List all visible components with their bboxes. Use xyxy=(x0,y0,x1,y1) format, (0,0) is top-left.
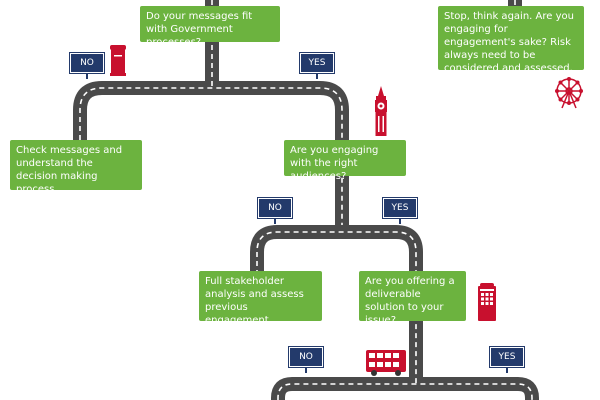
sign-yes-1: YES xyxy=(300,53,334,79)
road-marking xyxy=(79,0,533,400)
road-third-fork xyxy=(271,377,539,400)
phone-box-icon xyxy=(478,283,496,321)
london-eye-icon xyxy=(555,77,583,109)
stakeholder-analysis: Full stakeholder analysis and assess pre… xyxy=(199,271,322,326)
big-ben-icon xyxy=(375,86,387,136)
sign-yes-3: YES xyxy=(490,347,524,373)
sign-no-2: NO xyxy=(258,198,292,224)
sign-no-3: NO xyxy=(289,347,323,373)
double-decker-bus-icon xyxy=(366,350,406,376)
sign-yes-2: YES xyxy=(383,198,417,224)
question-fit-government: Do your messages fit with Government pro… xyxy=(140,6,280,48)
stop-think-again: Stop, think again. Are you engaging for … xyxy=(438,6,584,74)
question-deliverable-solution: Are you offering a deliverable solution … xyxy=(359,271,466,326)
post-box-icon xyxy=(110,45,126,76)
question-right-audiences: Are you engaging with the right audience… xyxy=(284,140,406,182)
check-messages: Check messages and understand the decisi… xyxy=(10,140,142,195)
sign-no-1: NO xyxy=(70,53,104,79)
